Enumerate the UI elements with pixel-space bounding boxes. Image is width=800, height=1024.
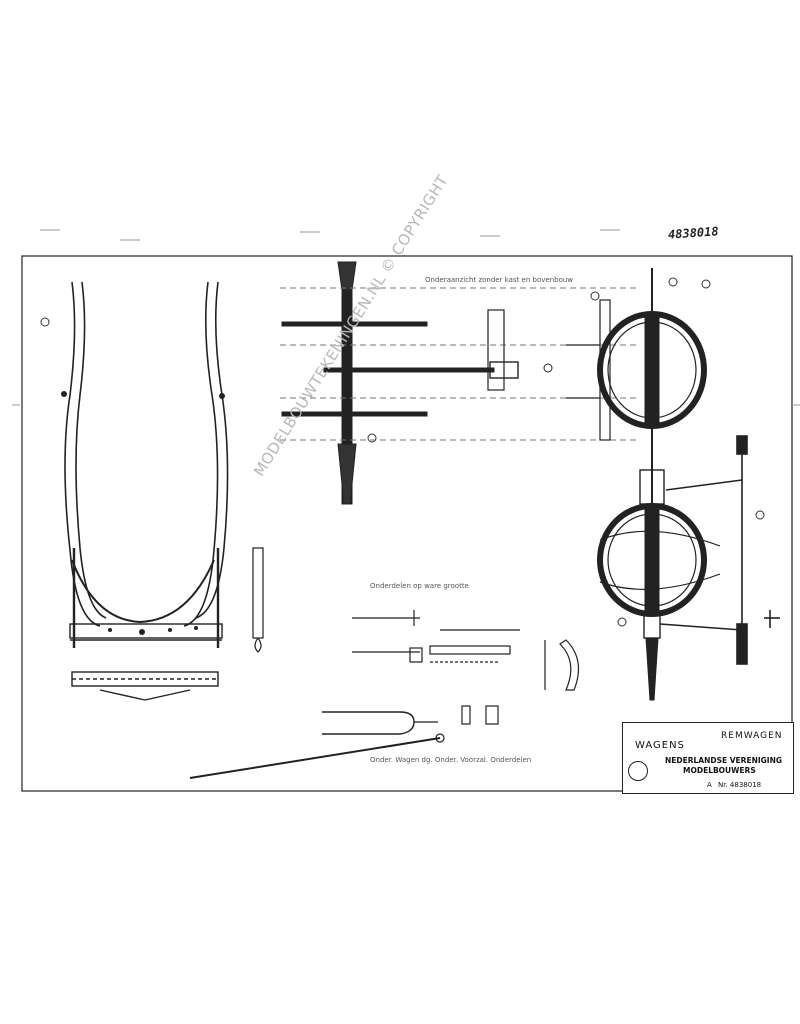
top-margin-marks [12, 229, 800, 406]
annotation-bottom: Onder. Wagen dg. Onder. Voorzal. Onderde… [370, 756, 532, 764]
association-seal-icon [628, 761, 648, 781]
callout-markers [40, 277, 765, 627]
annotation-details: Onderdelen op ware grootte [370, 582, 469, 590]
detail-parts [189, 610, 580, 779]
underside-view [280, 261, 640, 505]
title-block-sheet-letter: A [707, 781, 712, 789]
title-block-org-line2: MODELBOUWERS [683, 766, 756, 775]
brake-arm [659, 435, 780, 665]
wheel-lower [597, 469, 721, 701]
title-block: REMWAGEN WAGENS NEDERLANDSE VERENIGING M… [622, 722, 794, 794]
title-block-name: REMWAGEN [721, 731, 783, 741]
drawing-frame [21, 255, 793, 792]
spring-rod-view [252, 547, 264, 653]
annotation-top-view: Onderaanzicht zonder kast en bovenbouw [425, 276, 574, 284]
title-block-org-line1: NEDERLANDSE VERENIGING [665, 756, 783, 765]
side-frame-rivets [61, 391, 225, 635]
side-frame-view [64, 281, 229, 648]
title-block-category: WAGENS [635, 740, 685, 751]
axle-bar-view [71, 671, 219, 701]
wheel-upper [543, 268, 707, 510]
title-block-number: Nr. 4838018 [718, 781, 762, 789]
